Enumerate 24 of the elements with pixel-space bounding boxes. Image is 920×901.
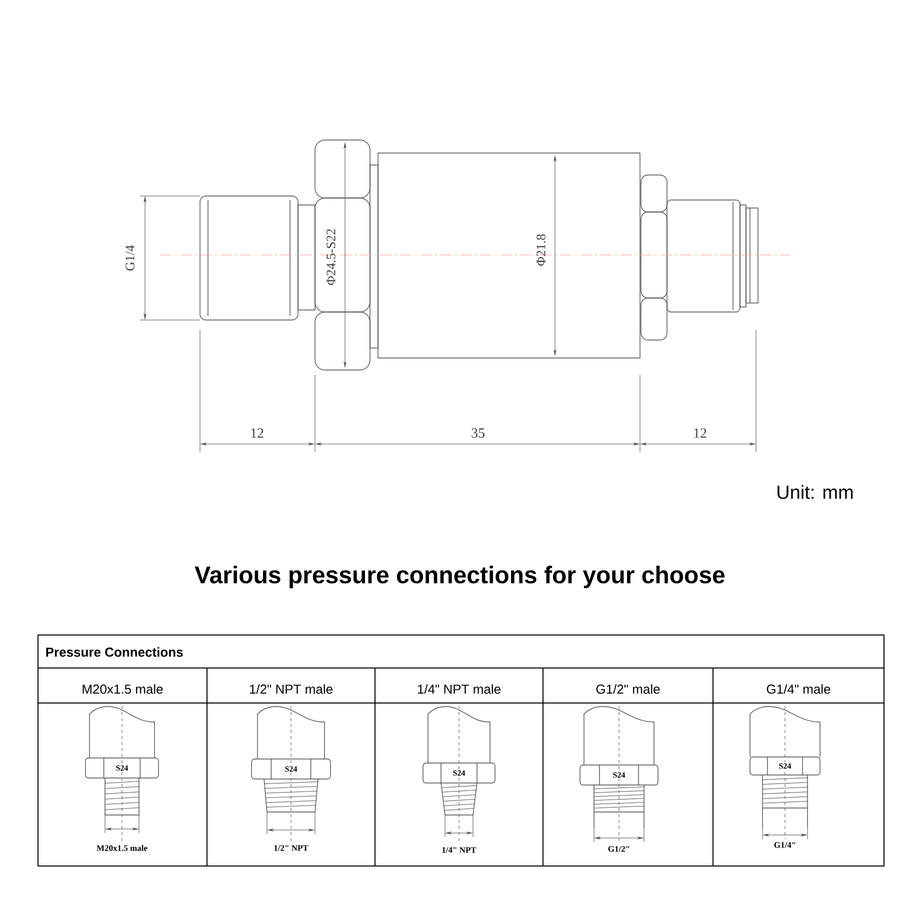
column-header: M20x1.5 male — [82, 684, 163, 694]
hex-size-label: S24 — [452, 769, 466, 777]
dimension-text: 12 — [694, 428, 706, 438]
column-header: 1/2" NPT male — [250, 684, 332, 694]
unit-note: Unit: mm — [778, 485, 853, 499]
thread-label: G1/2" — [606, 845, 632, 853]
dimension-text: Φ21.8 — [536, 234, 546, 266]
thread-label: 1/4" NPT — [440, 846, 478, 854]
column-header: 1/4" NPT male — [418, 684, 500, 694]
thread-label: G1/4" — [772, 841, 798, 849]
dimension-text: 12 — [251, 428, 264, 438]
hex-size-label: S24 — [612, 771, 626, 779]
dimension-text: 35 — [472, 428, 484, 438]
column-header: G1/4" male — [766, 684, 830, 694]
hex-size-label: S24 — [114, 764, 130, 772]
hex-size-label: S24 — [284, 765, 298, 773]
section-heading: Various pressure connections for your choose — [194, 566, 725, 588]
hex-size-label: S24 — [778, 762, 792, 770]
table-title: Pressure Connections — [46, 647, 183, 657]
thread-label: 1/2" NPT — [272, 844, 310, 852]
column-header: G1/2" male — [596, 684, 660, 694]
thread-label: M20x1.5 male — [96, 844, 148, 852]
dimension-text: G1/4 — [126, 245, 134, 270]
dimension-text: Φ24.5-S22 — [326, 229, 336, 285]
